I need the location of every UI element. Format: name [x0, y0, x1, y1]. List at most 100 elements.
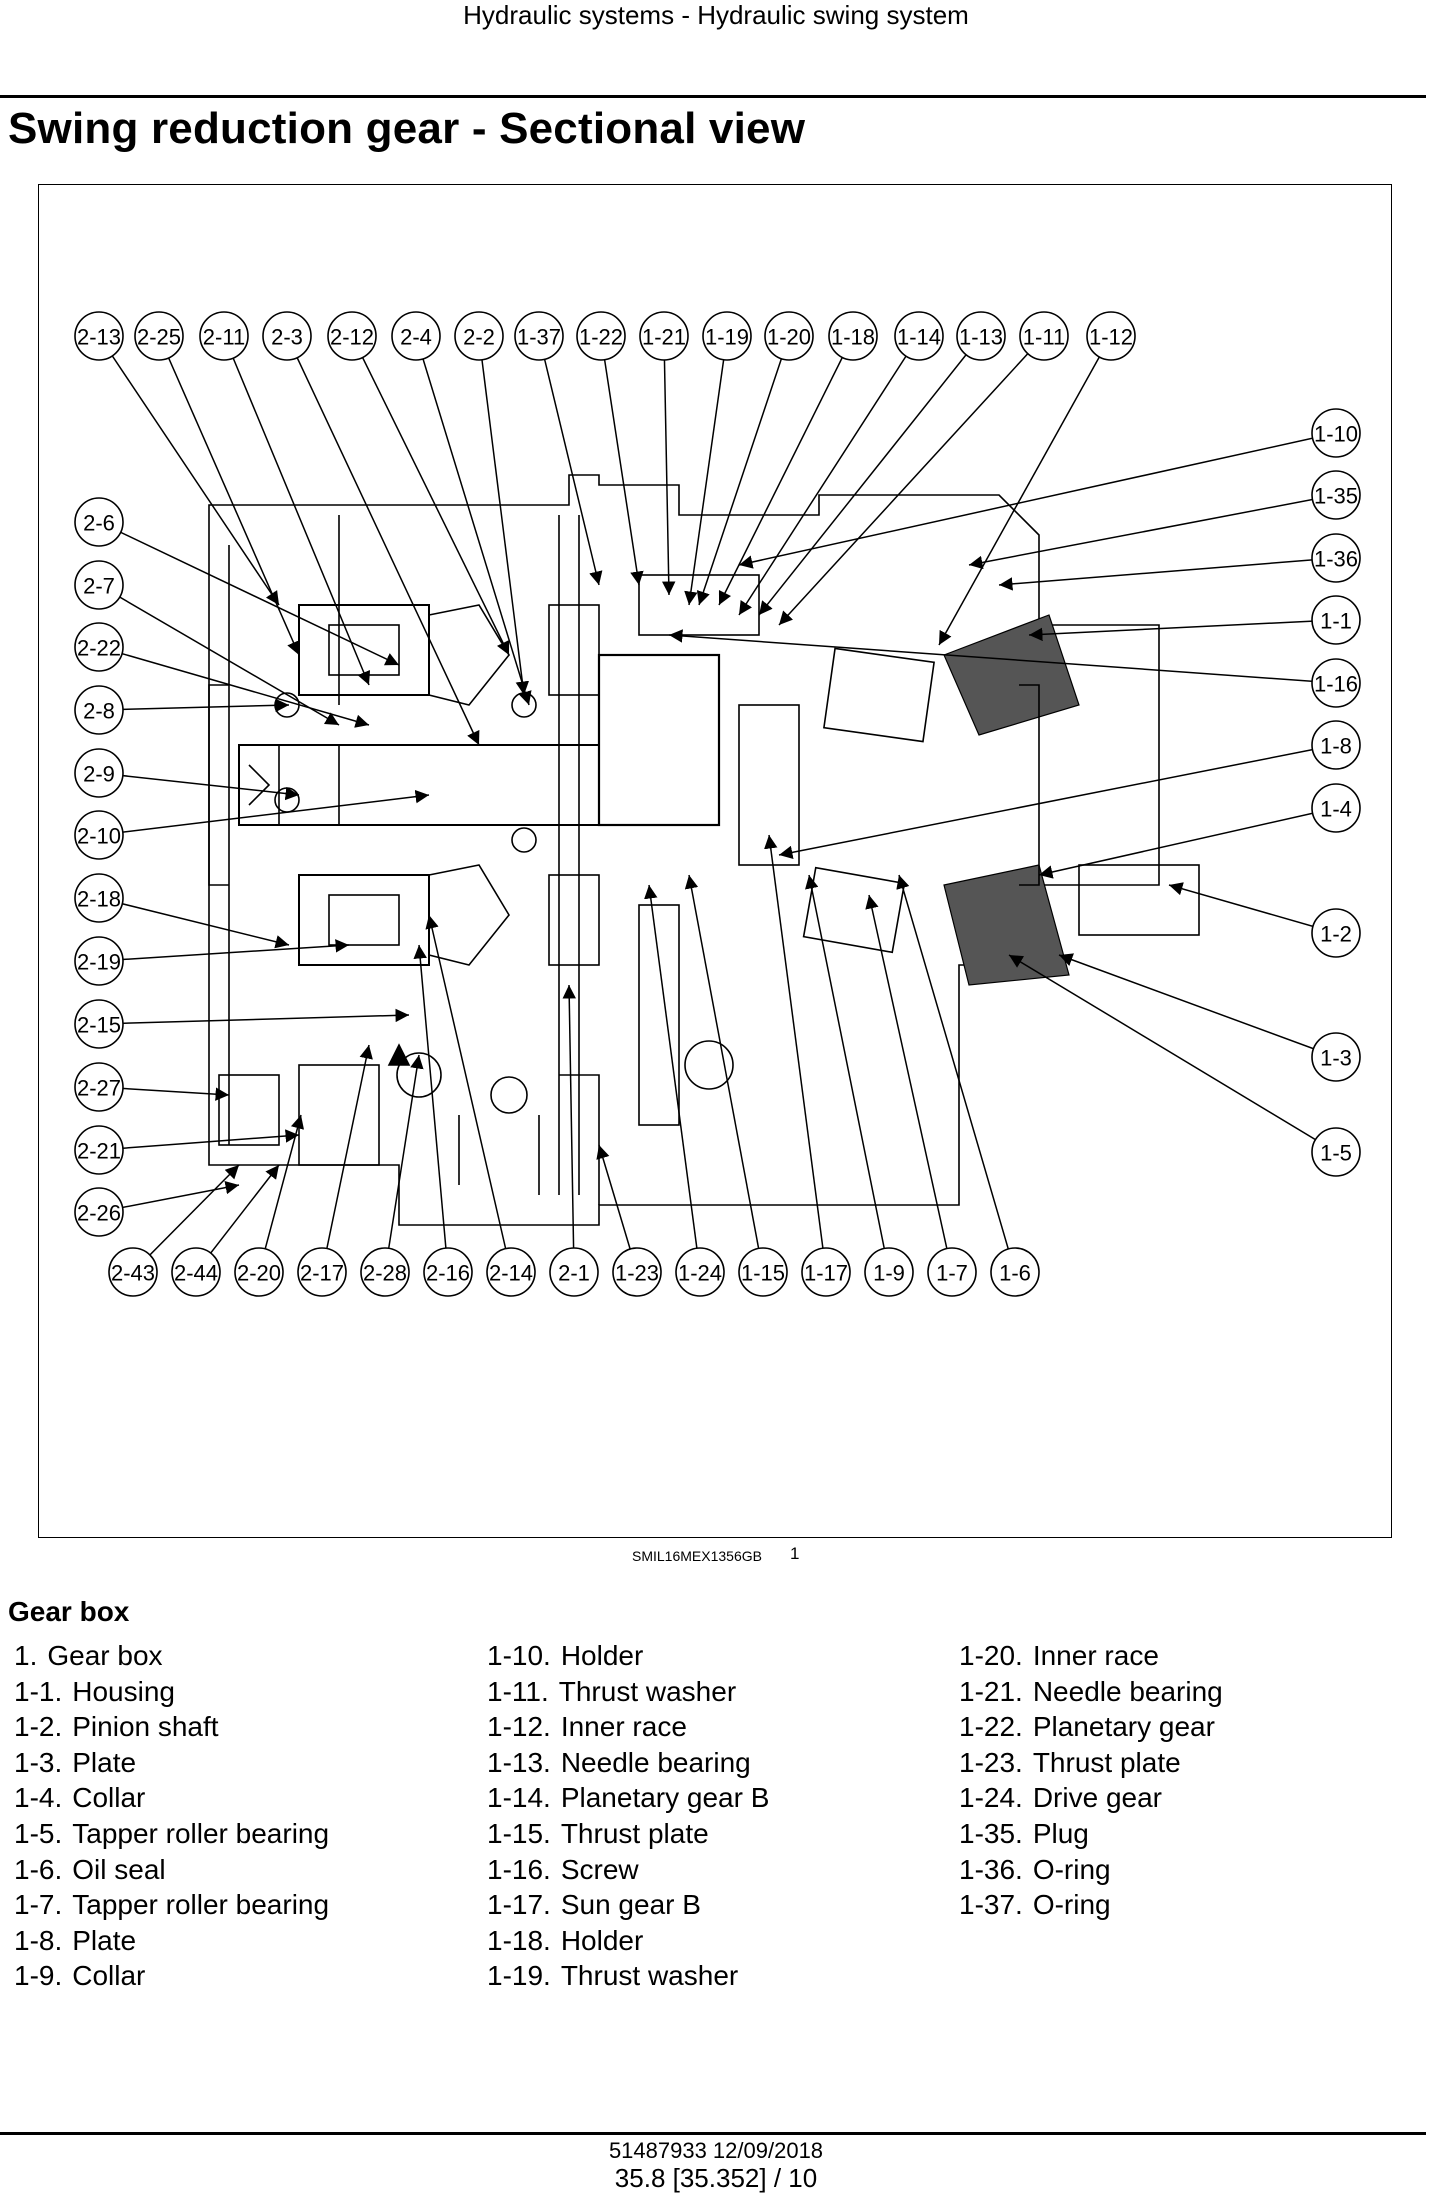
- callout-circle: [391, 311, 441, 361]
- legend-item: 1-17.Sun gear B: [487, 1887, 947, 1923]
- leader-line: [644, 884, 701, 1273]
- callout-label: 2-21: [77, 1139, 121, 1164]
- callout-label: 2-4: [400, 325, 432, 350]
- callout-circle: [74, 560, 124, 610]
- callout-label: 2-44: [174, 1261, 218, 1286]
- callout-label: 1-22: [579, 325, 623, 350]
- callout-circle: [702, 311, 752, 361]
- leader-line: [321, 1044, 373, 1273]
- callout-label: 2-8: [83, 699, 115, 724]
- leader-line: [1028, 619, 1337, 642]
- legend-item-number: 1-12.: [487, 1711, 551, 1743]
- callout-label: 1-21: [642, 325, 686, 350]
- document-number: 51487933 12/09/2018: [608, 2138, 824, 2163]
- callout-label: 1-35: [1314, 484, 1358, 509]
- callout-circle: [764, 311, 814, 361]
- leader-line: [1038, 807, 1337, 879]
- leader-line: [896, 874, 1016, 1273]
- callout-label: 1-19: [705, 325, 749, 350]
- leader-line: [98, 698, 290, 713]
- running-head: Hydraulic systems - Hydraulic swing syst…: [463, 0, 969, 30]
- callout-circle: [1311, 1127, 1361, 1177]
- legend-item-number: 1-8.: [14, 1924, 63, 1956]
- callout-circle: [454, 311, 504, 361]
- callout-label: 2-19: [77, 950, 121, 975]
- legend-item: 1-9.Collar: [14, 1958, 474, 1994]
- legend-item-number: 1-2.: [14, 1711, 63, 1743]
- callout-label: 1-3: [1320, 1046, 1352, 1071]
- callout-circle: [612, 1247, 662, 1297]
- legend-item: 1-24.Drive gear: [959, 1780, 1419, 1816]
- legend-item: 1-15.Thrust plate: [487, 1816, 947, 1852]
- callout-label: 2-1: [558, 1261, 590, 1286]
- leader-line: [98, 584, 340, 726]
- leader-line: [538, 335, 603, 586]
- legend-item-number: 1-11.: [487, 1675, 549, 1707]
- callout-label: 2-9: [83, 762, 115, 787]
- legend-item-number: 1-35.: [959, 1817, 1023, 1849]
- legend-item-label: O-ring: [1032, 1889, 1111, 1921]
- legend-item-label: Housing: [72, 1675, 175, 1707]
- legend-item: 1-12.Inner race: [487, 1709, 947, 1745]
- legend-item: 1-8. Plate: [14, 1923, 474, 1959]
- callout-circle: [1086, 311, 1136, 361]
- leader-line: [98, 1008, 410, 1025]
- gear-drawing: [208, 474, 1200, 1226]
- leader-line: [286, 335, 480, 746]
- legend-item-number: 1-22.: [959, 1711, 1023, 1743]
- legend-item-number: 1-24.: [959, 1782, 1023, 1814]
- legend-item: 1-16.Screw: [487, 1852, 947, 1888]
- legend-item-number: 1-15.: [487, 1817, 551, 1849]
- leader-lines: [98, 335, 1337, 1273]
- legend-item-label: Holder: [560, 1640, 644, 1671]
- callout-label: 2-17: [300, 1261, 344, 1286]
- leader-line: [865, 894, 953, 1273]
- callout-label: 1-20: [767, 325, 811, 350]
- callout-circle: [1311, 408, 1361, 458]
- callout-circle: [74, 1062, 124, 1112]
- legend-item-number: 1-16.: [487, 1853, 551, 1885]
- figure-id: SMIL16MEX1356GB: [632, 1548, 762, 1564]
- leader-line: [384, 1054, 424, 1273]
- leader-line: [132, 1164, 240, 1273]
- leader-line: [98, 789, 430, 836]
- callout-circle: [1311, 658, 1361, 708]
- page-title: Swing reduction gear - Sectional view: [8, 104, 806, 153]
- callout-label: 1-13: [959, 325, 1003, 350]
- callout-circle: [74, 810, 124, 860]
- callout-label: 1-9: [873, 1261, 905, 1286]
- legend-item: 1-2.Pinion shaft: [14, 1709, 474, 1745]
- callout-circle: [1311, 783, 1361, 833]
- callout-label: 1-17: [804, 1261, 848, 1286]
- callout-circle: [990, 1247, 1040, 1297]
- callout-circle: [738, 1247, 788, 1297]
- leader-line: [968, 494, 1337, 570]
- legend-item: 1-21.Needle bearing: [959, 1674, 1419, 1710]
- callout-circle: [828, 311, 878, 361]
- leader-line: [1058, 953, 1337, 1058]
- leader-line: [938, 335, 1112, 646]
- callout-circle: [1019, 311, 1069, 361]
- callout-circle: [549, 1247, 599, 1297]
- callout-circle: [1311, 470, 1361, 520]
- callout-circle: [234, 1247, 284, 1297]
- callout-label: 1-8: [1320, 734, 1352, 759]
- callout-label: 1-10: [1314, 422, 1358, 447]
- callout-label: 2-12: [330, 325, 374, 350]
- leader-line: [738, 432, 1337, 569]
- callout-label: 1-15: [741, 1261, 785, 1286]
- leader-line: [1168, 882, 1337, 934]
- legend-item: 1-35.Plug: [959, 1816, 1419, 1852]
- leader-line: [758, 335, 982, 616]
- callout-circle: [74, 497, 124, 547]
- callout-label: 1-37: [517, 325, 561, 350]
- callout-label: 1-7: [936, 1261, 968, 1286]
- legend-item-label: Plate: [72, 1924, 137, 1956]
- leader-line: [684, 335, 728, 606]
- leader-line: [351, 335, 510, 656]
